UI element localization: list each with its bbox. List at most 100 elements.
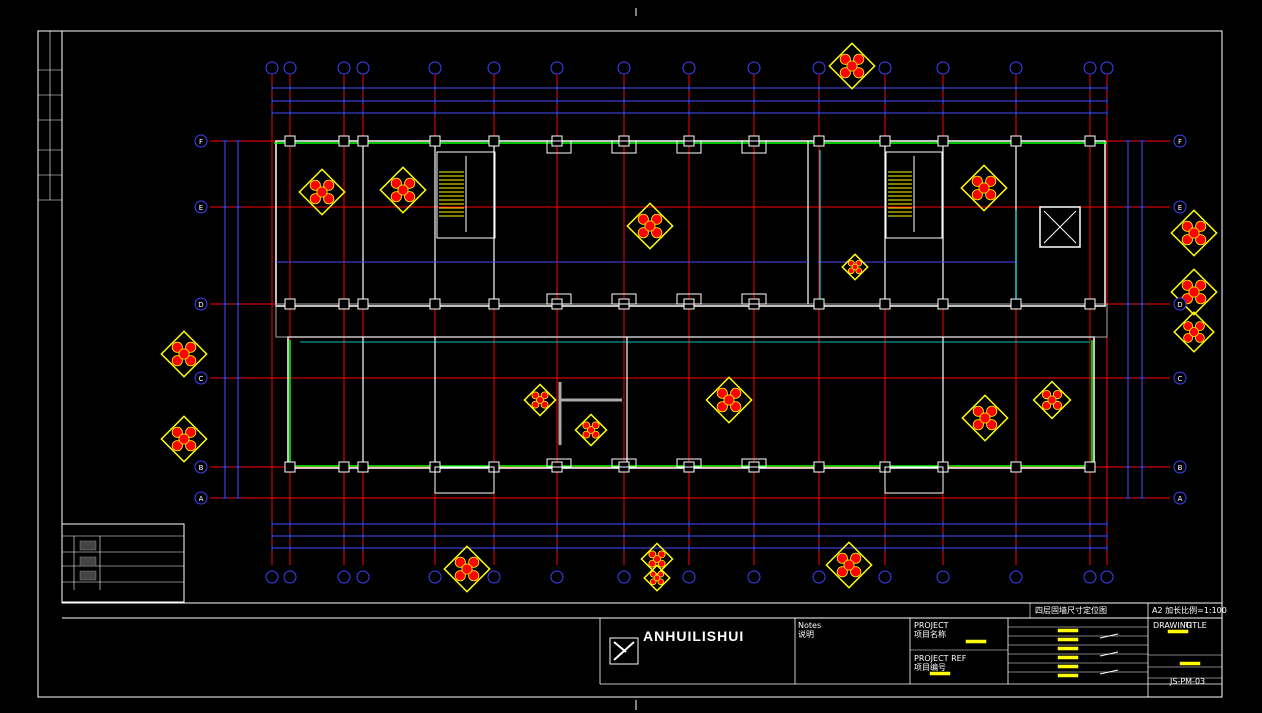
marker-circle — [730, 387, 742, 399]
marker-diamond — [443, 545, 491, 593]
marker-diamond — [626, 202, 674, 250]
marker-diamond — [643, 564, 671, 592]
column — [879, 135, 891, 147]
marker-circle — [171, 355, 183, 367]
marker-diamond — [1173, 311, 1215, 353]
marker-circle — [1183, 332, 1194, 343]
marker-circle — [178, 433, 190, 445]
entrance-porch — [884, 466, 944, 494]
marker-diamond — [640, 542, 674, 576]
marker-diamond — [841, 253, 869, 281]
marker-diamond — [960, 164, 1008, 212]
grid-bubble-bottom — [878, 570, 892, 584]
grid-bubble-right — [1173, 134, 1187, 148]
marker-circle — [540, 391, 549, 400]
grid-row-label: D — [1177, 301, 1182, 309]
project-label: PROJECT — [914, 621, 949, 630]
grid-bubble-bottom — [747, 570, 761, 584]
grid-bubble-top — [283, 61, 297, 75]
title-entry-mark — [1057, 637, 1079, 642]
grid-bubble-top — [1100, 61, 1114, 75]
column — [284, 135, 296, 147]
window-bay — [611, 140, 637, 154]
marker-circle — [716, 387, 728, 399]
notes-cn-label: 说明 — [798, 630, 814, 639]
marker-circle — [178, 348, 190, 360]
dimension-lines — [222, 85, 1145, 551]
marker-circle — [637, 213, 649, 225]
marker-circle — [649, 578, 657, 586]
grid-bubble-bottom — [1009, 570, 1023, 584]
column — [813, 461, 825, 473]
marker-circle — [1189, 327, 1199, 337]
drawing-frame — [37, 8, 1223, 710]
grid-bubble-left — [194, 200, 208, 214]
company-logo-stroke — [613, 641, 627, 653]
title-entry-mark — [1057, 664, 1079, 669]
marker-circle — [846, 60, 858, 72]
marker-circle — [1195, 321, 1205, 331]
grid-bubble-top — [878, 61, 892, 75]
legend-swatch — [79, 570, 97, 581]
column — [284, 461, 296, 473]
title-entry-mark — [1057, 646, 1079, 651]
grid-bubble-top — [265, 61, 279, 75]
column — [1010, 461, 1022, 473]
title-entry-mark — [1057, 628, 1079, 633]
marker-circle — [1047, 395, 1057, 405]
column — [1010, 135, 1022, 147]
marker-circle — [971, 189, 983, 201]
marker-circle — [839, 53, 851, 65]
marker-circle — [649, 570, 657, 578]
column — [284, 298, 296, 310]
marker-circle — [653, 574, 661, 582]
title-entry-mark — [929, 671, 951, 676]
grid-bubble-bottom — [812, 570, 826, 584]
column — [1010, 298, 1022, 310]
marker-circle — [986, 419, 998, 431]
column — [813, 135, 825, 147]
grid-bubble-bottom — [550, 570, 564, 584]
drawing-number: JS-PM-03 — [1170, 677, 1206, 686]
grid-bubble-left — [194, 297, 208, 311]
marker-circle — [404, 177, 416, 189]
marker-circle — [723, 394, 735, 406]
marker-circle — [468, 556, 480, 568]
grid-row-label: C — [199, 375, 204, 383]
grid-bubble-bottom — [682, 570, 696, 584]
column — [937, 298, 949, 310]
signature-mark — [1099, 633, 1119, 639]
marker-circle — [850, 552, 862, 564]
marker-circle — [651, 213, 663, 225]
marker-circle — [185, 341, 197, 353]
title-block-lines — [61, 523, 1222, 697]
marker-circle — [171, 426, 183, 438]
marker-circle — [850, 566, 862, 578]
title-entry-mark — [1179, 661, 1201, 666]
grid-bubble-top — [356, 61, 370, 75]
grid-bubble-right — [1173, 460, 1187, 474]
marker-diamond — [160, 415, 208, 463]
grid-row-label: F — [1178, 138, 1182, 146]
column — [429, 298, 441, 310]
project-ref-label: PROJECT REF — [914, 654, 967, 663]
grid-bubble-bottom — [1100, 570, 1114, 584]
drawing-area-border — [61, 30, 1223, 604]
marker-circle — [1195, 293, 1207, 305]
grid-row-label: C — [1178, 375, 1183, 383]
marker-circle — [653, 555, 661, 563]
marker-circle — [853, 53, 865, 65]
marker-circle — [316, 186, 328, 198]
marker-circle — [847, 259, 855, 267]
marker-circle — [1181, 279, 1193, 291]
title-entry-mark — [965, 639, 987, 644]
marker-circle — [1041, 389, 1052, 400]
marker-diamond — [825, 541, 873, 589]
marker-circle — [171, 440, 183, 452]
grid-bubble-bottom — [936, 570, 950, 584]
marker-circle — [730, 401, 742, 413]
marker-circle — [454, 556, 466, 568]
grid-row-label: D — [198, 301, 203, 309]
company-logo-box — [609, 637, 639, 665]
